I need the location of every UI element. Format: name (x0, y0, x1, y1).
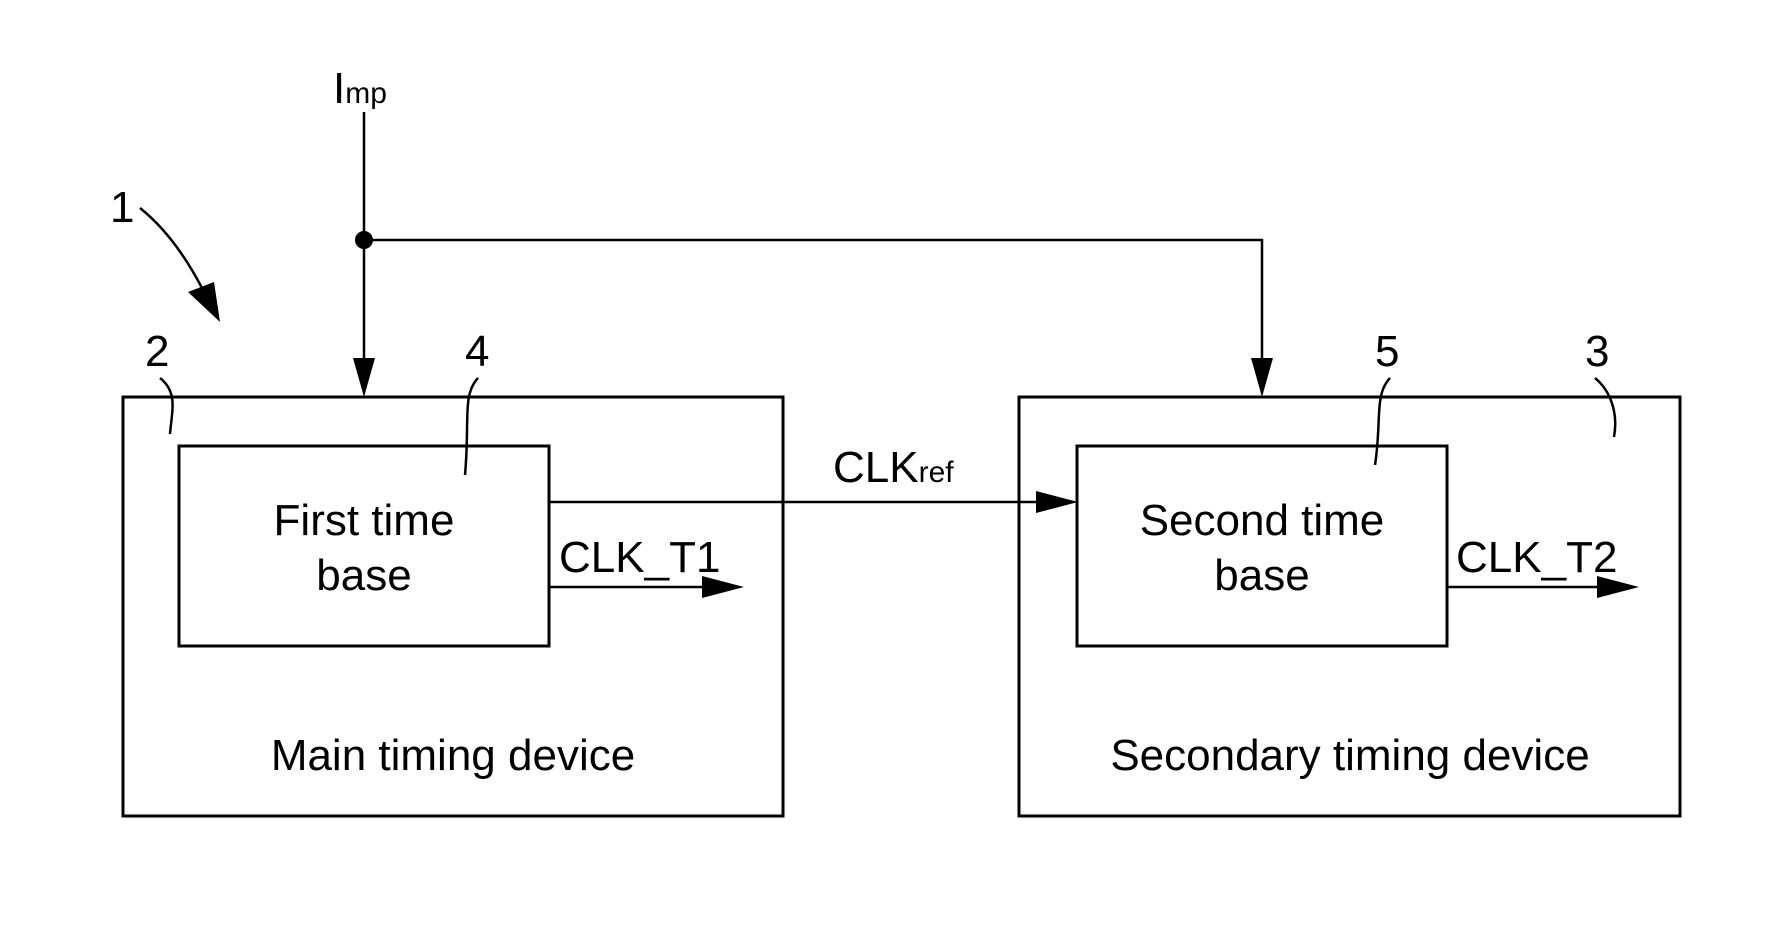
main-device-ref-numeral: 2 (145, 327, 169, 376)
first-time-base-ref-numeral: 4 (465, 327, 489, 376)
system-ref-arrow (140, 208, 203, 290)
imp-to-secondary-wire (364, 240, 1262, 362)
first-time-base-label-line2: base (316, 551, 411, 600)
secondary-timing-device-label: Secondary timing device (1110, 731, 1589, 780)
clk-ref-arrowhead (1036, 491, 1078, 513)
secondary-device-ref-numeral: 3 (1585, 327, 1609, 376)
second-time-base-ref-lead (1375, 378, 1390, 465)
second-time-base-label-line2: base (1214, 551, 1309, 600)
imp-to-secondary-arrowhead (1251, 358, 1273, 397)
clk-ref-label: CLKref (833, 443, 954, 492)
imp-to-main-arrowhead (353, 358, 375, 397)
main-device-ref-lead (160, 378, 173, 434)
system-ref-arrowhead (188, 282, 220, 322)
clk-t1-label: CLK_T1 (559, 533, 720, 582)
main-timing-device-label: Main timing device (271, 731, 635, 780)
clk-t2-label: CLK_T2 (1456, 533, 1617, 582)
imp-signal-label: Imp (333, 64, 387, 113)
second-time-base-ref-numeral: 5 (1375, 327, 1399, 376)
system-ref-numeral: 1 (110, 183, 134, 232)
secondary-device-ref-lead (1595, 378, 1615, 437)
first-time-base-ref-lead (465, 378, 478, 475)
first-time-base-box (179, 446, 549, 646)
second-time-base-label: Second time (1140, 496, 1385, 545)
second-time-base-box (1077, 446, 1447, 646)
first-time-base-label: First time (274, 496, 455, 545)
